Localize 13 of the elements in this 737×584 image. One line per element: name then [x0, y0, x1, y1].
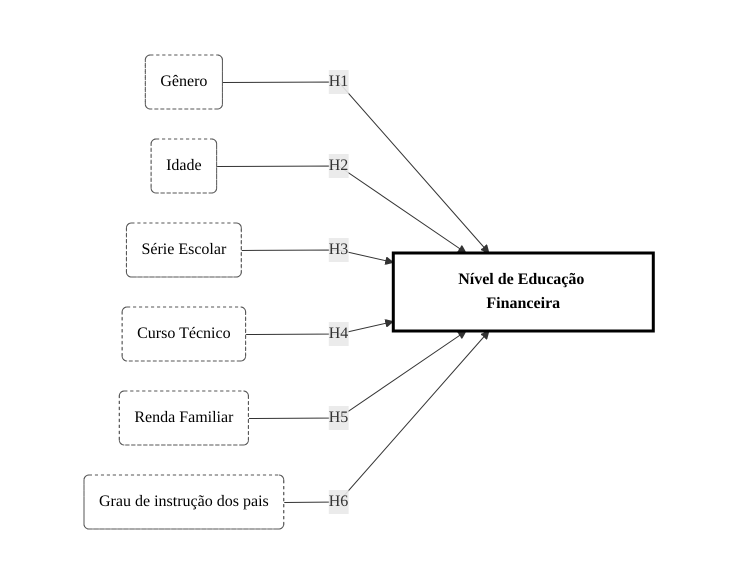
edge-label: H1	[328, 73, 348, 90]
edge-label: H3	[328, 241, 348, 258]
arrow	[222, 82, 490, 254]
arrow	[248, 330, 466, 419]
edge-label: H6	[328, 493, 348, 510]
node-box: Nível de Educação Financeira	[392, 252, 655, 332]
arrow	[245, 319, 394, 335]
edge-label: H2	[328, 157, 348, 174]
arrow	[241, 250, 394, 265]
edge-label: H5	[328, 409, 348, 426]
arrow	[216, 166, 466, 254]
arrow	[284, 330, 490, 503]
edge-label: H4	[328, 325, 348, 342]
